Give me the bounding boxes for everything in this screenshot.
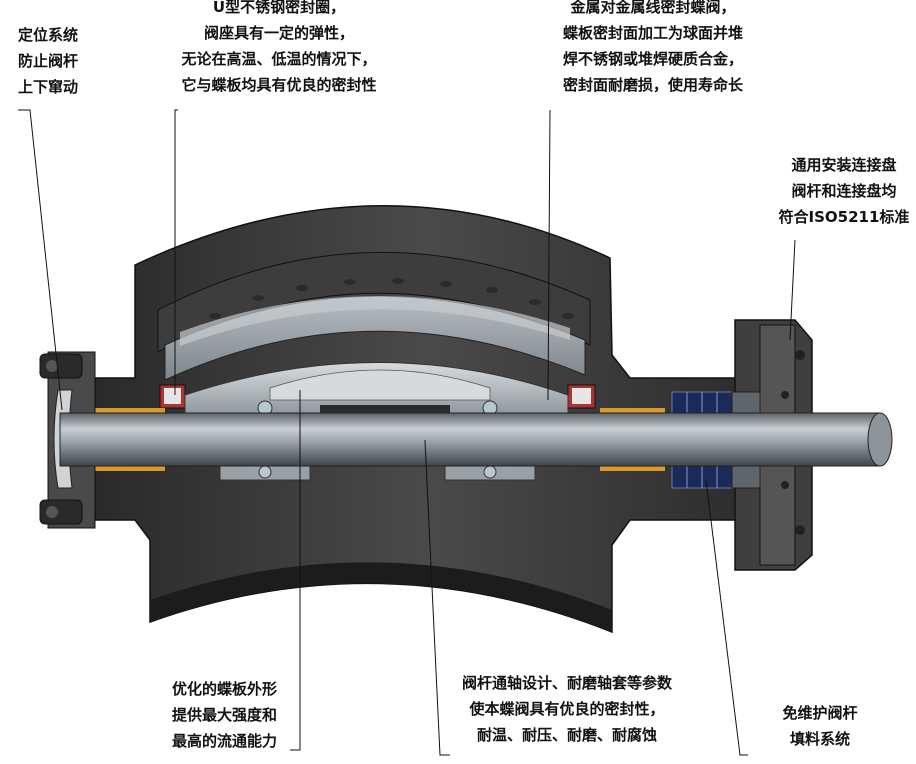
callout-metal-seal: 金属对金属线密封蝶阀， 蝶板密封面加工为球面并堆 焊不锈钢或堆焊硬质合金， 密封… [548, 0, 758, 98]
callout-line: 阀座具有一定的弹性， [203, 24, 354, 42]
packing-system [671, 391, 761, 489]
callout-line: 符合ISO5211标准 [778, 208, 910, 226]
callout-flange: 通用安装连接盘 阀杆和连接盘均 符合ISO5211标准 [778, 152, 910, 230]
callout-u-seal: U型不锈钢密封圈， 阀座具有一定的弹性， 无论在高温、低温的情况下， 它与蝶板均… [174, 0, 384, 98]
callout-line: 使本蝶阀具有优良的密封性， [469, 700, 665, 718]
callout-line: 填料系统 [789, 730, 850, 748]
callout-positioning: 定位系统 防止阀杆 上下窜动 [18, 22, 78, 100]
valve-stem [59, 412, 893, 467]
callout-disc: 优化的蝶板外形 提供最大强度和 最高的流通能力 [172, 676, 277, 754]
callout-line: 阀杆和连接盘均 [791, 182, 897, 200]
callout-line: U型不锈钢密封圈， [212, 0, 346, 16]
callout-line: 耐温、耐压、耐磨、耐腐蚀 [476, 726, 657, 744]
callout-line: 优化的蝶板外形 [172, 680, 278, 698]
callout-line: 提供最大强度和 [172, 706, 278, 724]
callout-packing: 免维护阀杆 填料系统 [770, 700, 870, 752]
seat-bolts [209, 278, 574, 319]
leader-lines [18, 109, 796, 756]
callout-line: 通用安装连接盘 [791, 156, 897, 174]
callout-line: 免维护阀杆 [782, 704, 858, 722]
callout-line: 阀杆通轴设计、耐磨轴套等参数 [461, 674, 672, 692]
seat-ring [164, 278, 586, 381]
callout-line: 最高的流通能力 [172, 732, 278, 750]
callout-line: 它与蝶板均具有优良的密封性 [181, 76, 377, 94]
callout-line: 上下窜动 [18, 78, 79, 96]
callout-line: 蝶板密封面加工为球面并堆 [562, 24, 743, 42]
bearing-sleeves [70, 408, 665, 471]
callout-line: 密封面耐磨损，使用寿命长 [562, 76, 743, 94]
callout-line: 金属对金属线密封蝶阀， [570, 0, 736, 16]
callout-line: 防止阀杆 [18, 52, 79, 70]
callout-line: 定位系统 [18, 26, 79, 44]
callout-line: 焊不锈钢或堆焊硬质合金， [562, 50, 743, 68]
callout-line: 无论在高温、低温的情况下， [181, 50, 377, 68]
callout-stem: 阀杆通轴设计、耐磨轴套等参数 使本蝶阀具有优良的密封性， 耐温、耐压、耐磨、耐腐… [448, 670, 686, 748]
